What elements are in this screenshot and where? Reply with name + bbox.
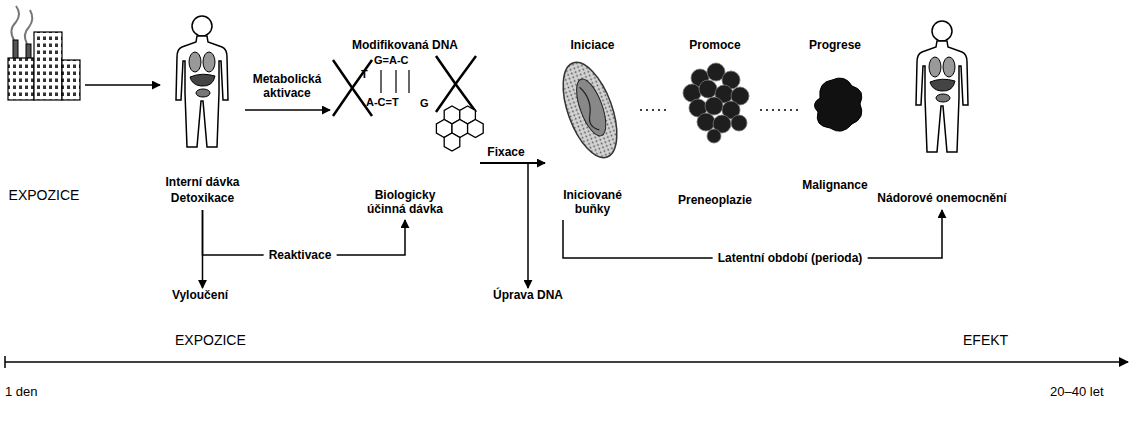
hexagon	[444, 133, 460, 151]
time-axis-line	[5, 361, 1128, 363]
progression-stage: ProgreseMalignance	[799, 38, 871, 198]
node-label: EXPOZICE	[9, 187, 80, 204]
human-figure	[176, 16, 228, 147]
edge-label: Metabolická aktivace	[251, 72, 323, 100]
stage-heading: Iniciace	[570, 38, 614, 52]
malignant-tumor	[814, 78, 861, 131]
arrow-connector	[245, 109, 330, 111]
cell	[707, 129, 721, 143]
cell	[705, 97, 723, 115]
edge-label: Latentní období (perioda)	[713, 251, 868, 265]
edge-label: Reaktivace	[264, 248, 337, 262]
promotion-stage: PromocePreneoplazie	[670, 38, 760, 213]
chimney	[13, 40, 18, 60]
building	[34, 32, 62, 100]
smoke	[25, 10, 32, 44]
base-pair-rung	[408, 70, 409, 93]
cell-structure	[577, 86, 599, 132]
stage-heading: Progrese	[809, 38, 861, 52]
node-label: Nádorové onemocnění	[877, 191, 1006, 205]
node-label: Vyloučení	[172, 288, 228, 302]
dna-backbone	[436, 56, 476, 112]
preneoplasia-cluster	[683, 63, 749, 143]
edge-label: Fixace	[487, 145, 524, 159]
smoke	[11, 6, 19, 40]
time-axis-tick	[4, 356, 6, 368]
human-figure	[916, 21, 968, 152]
timeline-label: EFEKT	[963, 332, 1008, 348]
base-pair-rung	[380, 70, 381, 93]
disease-stage: Nádorové onemocnění	[872, 15, 1012, 210]
factory-icon	[8, 6, 80, 100]
excretion-box: Vyloučení	[165, 288, 235, 306]
cell-body	[552, 55, 628, 164]
node-label: Úprava DNA	[493, 288, 563, 302]
node-label: Interní dávka	[165, 175, 239, 189]
cell-nucleus	[571, 75, 612, 139]
stage-heading: Promoce	[689, 38, 740, 52]
initiation-stage: IniciaceIniciované buňky	[545, 38, 640, 220]
dotted-connector	[760, 109, 799, 111]
building	[8, 58, 34, 100]
base-pair-rung	[395, 70, 396, 93]
dna-base-label: A-C=T	[366, 96, 399, 108]
dotted-connector	[640, 109, 670, 111]
stage-heading: Modifikovaná DNA	[352, 38, 458, 52]
dna-base-label: G=A-C	[374, 54, 409, 66]
cell	[697, 113, 715, 131]
initiated-cell	[552, 55, 628, 164]
time-axis	[5, 356, 1128, 368]
node-label: Preneoplazie	[678, 193, 752, 207]
arrow-connector	[202, 210, 204, 288]
timeline-label: EXPOZICE	[175, 332, 246, 348]
dna-base-label: G	[420, 97, 429, 109]
timeline-label: 20–40 let	[1050, 384, 1104, 399]
dna-backbone	[436, 56, 476, 112]
node-label: Malignance	[802, 178, 867, 192]
dna-repair-box: Úprava DNA	[488, 288, 568, 306]
arrow-connector	[480, 163, 528, 288]
cell	[699, 80, 717, 98]
adduct-hexagons	[436, 106, 483, 151]
organism-stage: Interní dávkaDetoxikace	[160, 15, 245, 210]
cell	[731, 115, 747, 131]
dna-base-label: T	[361, 68, 368, 80]
building	[62, 60, 80, 100]
node-label: Biologicky účinná dávka	[355, 188, 455, 216]
hexagon	[468, 120, 484, 138]
exposure-source: EXPOZICE	[3, 15, 85, 207]
node-label: Iniciované buňky	[553, 188, 633, 216]
timeline-label: 1 den	[5, 384, 38, 399]
node-label: Detoxikace	[171, 191, 234, 205]
arrow-connector	[85, 84, 160, 86]
